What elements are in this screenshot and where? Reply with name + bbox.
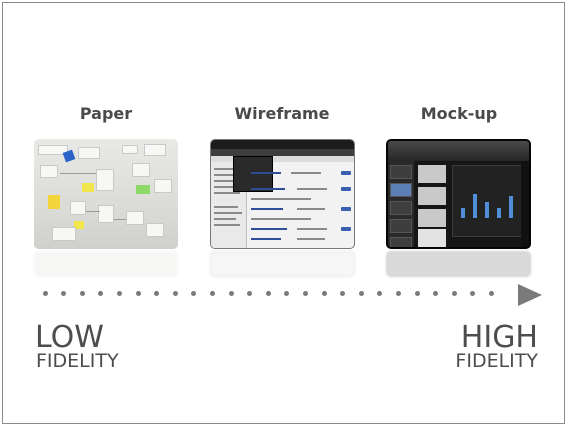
arrow-dot [377,290,383,296]
arrow-dot [414,290,420,296]
arrow-dot [265,290,271,296]
arrow-dot [470,290,476,296]
arrow-dot [340,290,346,296]
stage-title-wireframe: Wireframe [234,104,330,123]
arrow-dot [154,290,160,296]
high-label: HIGH [460,320,538,355]
low-fidelity-label: FIDELITY [36,350,119,372]
arrow-dot [321,290,327,296]
arrow-dot [247,290,253,296]
fidelity-arrowhead [518,284,542,306]
wireframe-reflection [210,251,355,277]
paper-reflection [34,251,178,277]
wireframe-screen-image [210,139,355,249]
arrow-dot [358,290,364,296]
arrow-dot [284,290,290,296]
arrow-dot [116,290,122,296]
arrow-dot [302,290,308,296]
arrow-dot [433,290,439,296]
arrow-dot [42,290,48,296]
arrow-dot [191,290,197,296]
arrow-dot [79,290,85,296]
arrow-dot [61,290,67,296]
mockup-reflection [386,251,531,277]
arrow-dot [135,290,141,296]
arrow-dot [209,290,215,296]
stage-title-paper: Paper [79,104,133,123]
arrow-dot [228,290,234,296]
paper-whiteboard-image [34,139,178,249]
low-label: LOW [35,320,104,355]
arrow-dot [172,290,178,296]
arrow-dot [98,290,104,296]
mockup-screen-image [386,139,531,249]
arrow-dot [488,290,494,296]
arrow-dot [395,290,401,296]
stage-title-mockup: Mock-up [420,104,498,123]
high-fidelity-label: FIDELITY [455,350,538,372]
arrow-dot [451,290,457,296]
